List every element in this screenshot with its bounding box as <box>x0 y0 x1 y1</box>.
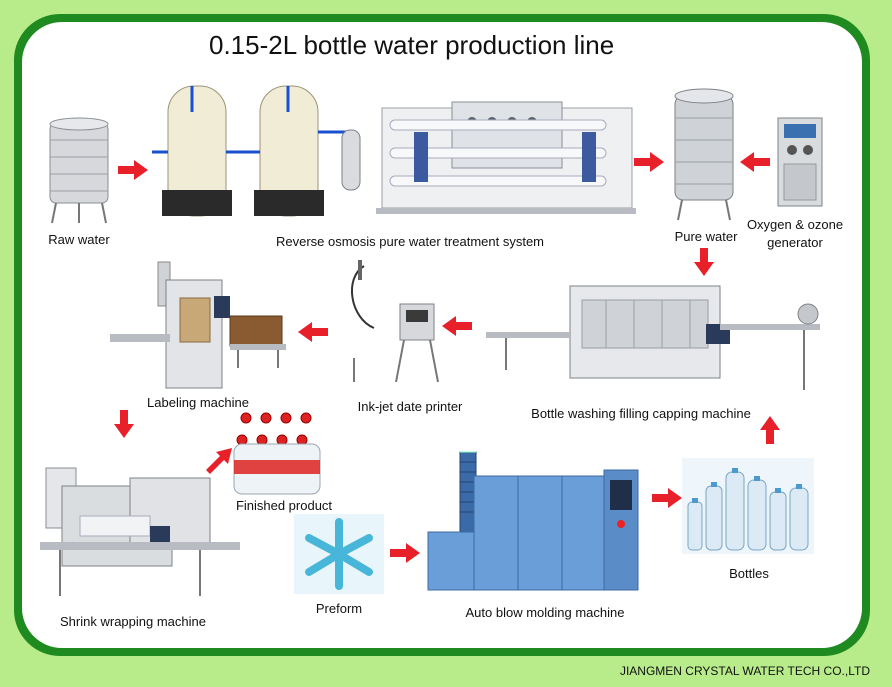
labeling-label: Labeling machine <box>147 395 249 410</box>
shrink-label: Shrink wrapping machine <box>60 614 206 629</box>
flow-arrow-right <box>118 160 148 180</box>
pure-water-tank-icon <box>674 88 734 221</box>
filling-label: Bottle washing filling capping machine <box>531 406 751 421</box>
ro-system-label: Reverse osmosis pure water treatment sys… <box>275 234 545 249</box>
ozone-label-line1: Oxygen & ozone <box>746 217 844 232</box>
flow-arrow-left <box>740 152 770 172</box>
finished-product-label: Finished product <box>235 498 333 513</box>
flow-arrow-left <box>298 322 328 342</box>
flow-arrow-right <box>634 152 664 172</box>
flow-arrow-right <box>652 488 682 508</box>
labeling-machine-icon <box>110 261 286 389</box>
raw-water-tank-icon <box>49 117 109 224</box>
bottles-label: Bottles <box>729 566 769 581</box>
pure-water-label: Pure water <box>674 229 738 244</box>
inkjet-printer-icon <box>350 260 439 383</box>
raw-water-label: Raw water <box>48 232 110 247</box>
company-name: JIANGMEN CRYSTAL WATER TECH CO.,LTD <box>619 664 870 678</box>
flow-arrow-down <box>114 410 134 438</box>
ozone-label-line2: generator <box>767 235 823 250</box>
preform-icon <box>294 514 384 594</box>
flow-arrow-diagonal <box>206 448 232 474</box>
filling-machine-icon <box>486 285 820 390</box>
preform-label: Preform <box>315 601 363 616</box>
flow-arrow-right <box>390 543 420 563</box>
shrink-wrapping-machine-icon <box>40 467 240 596</box>
flow-arrow-down <box>694 248 714 276</box>
inkjet-label: Ink-jet date printer <box>357 399 463 414</box>
reverse-osmosis-system-icon <box>152 85 636 217</box>
blow-molding-label: Auto blow molding machine <box>465 605 625 620</box>
diagram-title: 0.15-2L bottle water production line <box>209 30 615 60</box>
finished-product-icon <box>233 412 321 495</box>
bottles-icon <box>682 458 814 554</box>
blow-molding-machine-icon <box>427 451 639 591</box>
flow-arrow-left <box>442 316 472 336</box>
ozone-generator-icon <box>777 117 823 207</box>
flow-arrow-up <box>760 416 780 444</box>
